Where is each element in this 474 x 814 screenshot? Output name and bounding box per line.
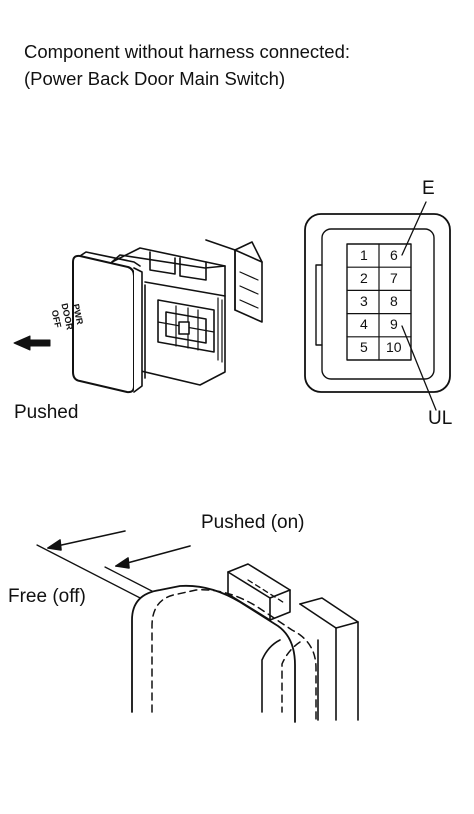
connector-face bbox=[304, 201, 451, 411]
label-pushed-on: Pushed (on) bbox=[201, 512, 305, 533]
push-arrow-icon bbox=[13, 335, 51, 351]
caption-line-1: Component without harness connected: bbox=[24, 41, 351, 62]
switch-cutaway bbox=[36, 530, 359, 723]
label-terminal-e: E bbox=[422, 178, 435, 199]
leader-line-e bbox=[401, 201, 427, 256]
pin-grid bbox=[346, 243, 412, 361]
switch-illustration bbox=[13, 239, 263, 394]
label-free-off: Free (off) bbox=[8, 586, 86, 607]
label-terminal-ul: UL bbox=[428, 408, 453, 429]
caption-line-2: (Power Back Door Main Switch) bbox=[24, 68, 286, 89]
leader-line-ul bbox=[401, 325, 437, 411]
label-pushed: Pushed bbox=[14, 402, 79, 423]
free-off-arrow-icon bbox=[47, 530, 126, 551]
figure-caption: Component without harness connected: (Po… bbox=[24, 38, 350, 92]
pushed-on-arrow-icon bbox=[115, 545, 191, 569]
